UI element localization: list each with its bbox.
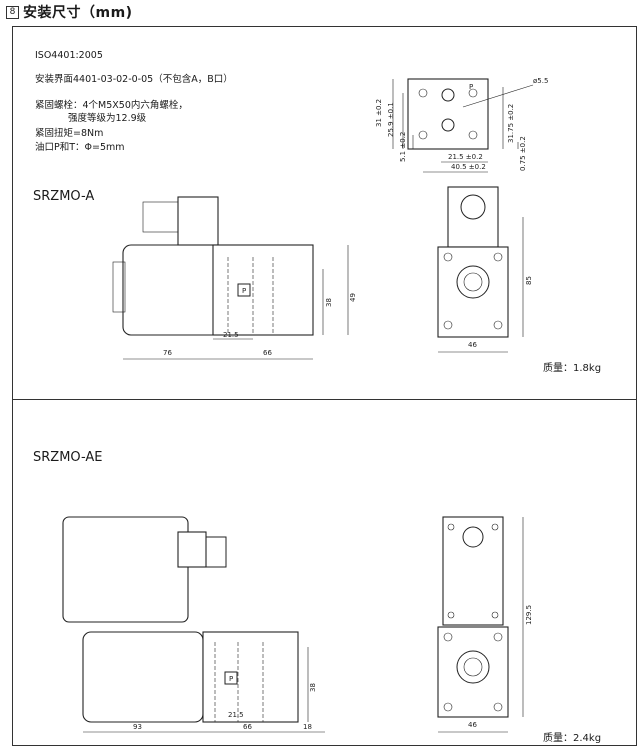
model-a-front-view: 46 85 <box>437 186 533 353</box>
dim-5-1: 5.1 ±0.2 <box>399 132 407 162</box>
spec-interface: 安装界面4401-03-02-0-05（不包含A，B口） <box>35 74 233 85</box>
spec-ports: 油口P和T：Φ=5mm <box>35 142 125 153</box>
section-number-badge: 8 <box>6 5 19 19</box>
model-a-name: SRZMO-A <box>33 189 95 204</box>
model-a-dim-85: 85 <box>525 276 533 285</box>
dim-31-75: 31.75 ±0.2 <box>507 104 515 143</box>
interface-drawing: P ø5.5 31 ±0.2 25.9 ±0.1 5.1 ±0.2 21.5 ±… <box>375 77 548 173</box>
model-ae-port-label: P <box>229 675 233 683</box>
spec-bolts-line2: 强度等级为12.9级 <box>68 113 147 124</box>
model-a-side-view: P 76 66 21.5 38 49 <box>112 196 357 360</box>
section-divider <box>13 399 636 400</box>
model-a-dim-76: 76 <box>163 349 172 357</box>
model-a-port-label: P <box>242 287 246 295</box>
model-ae-dim-129-5: 129.5 <box>525 605 533 625</box>
model-a-weight: 质量：1.8kg <box>543 363 602 374</box>
model-ae-dim-93: 93 <box>133 723 142 731</box>
model-ae-front-view: 46 129.5 <box>437 516 533 733</box>
model-a-dim-21-5: 21.5 <box>223 331 239 339</box>
section-title: 安装尺寸（mm) <box>23 5 133 21</box>
spec-torque: 紧固扭矩=8Nm <box>35 128 104 139</box>
dim-21-5: 21.5 ±0.2 <box>448 153 483 161</box>
model-ae-dim-38: 38 <box>309 683 317 692</box>
model-ae-name: SRZMO-AE <box>33 450 103 465</box>
model-ae-weight: 质量：2.4kg <box>543 733 602 744</box>
dim-25-9: 25.9 ±0.1 <box>387 102 395 137</box>
model-a-dim-49: 49 <box>349 293 357 302</box>
model-ae-dim-46: 46 <box>468 721 477 729</box>
model-ae-dim-66: 66 <box>243 723 252 731</box>
dim-0-75: 0.75 ±0.2 <box>519 136 527 171</box>
model-ae-dim-18: 18 <box>303 723 312 731</box>
interface-hole-dia: ø5.5 <box>533 77 548 85</box>
drawing-frame: ISO4401:2005 安装界面4401-03-02-0-05（不包含A，B口… <box>12 26 637 746</box>
spec-standard: ISO4401:2005 <box>35 50 103 61</box>
model-a-dim-66: 66 <box>263 349 272 357</box>
dim-31: 31 ±0.2 <box>375 99 383 127</box>
model-ae-dim-21-5: 21.5 <box>228 711 244 719</box>
spec-bolts-line1: 紧固螺栓：4个M5X50内六角螺栓， <box>35 100 188 111</box>
model-ae-side-view: P 93 66 21.5 18 38 <box>62 516 325 733</box>
model-a-dim-38: 38 <box>325 298 333 307</box>
section-header: 8 安装尺寸（mm) <box>6 2 133 22</box>
dim-40-5: 40.5 ±0.2 <box>451 163 486 171</box>
model-a-dim-46: 46 <box>468 341 477 349</box>
interface-port-label: P <box>469 83 473 91</box>
